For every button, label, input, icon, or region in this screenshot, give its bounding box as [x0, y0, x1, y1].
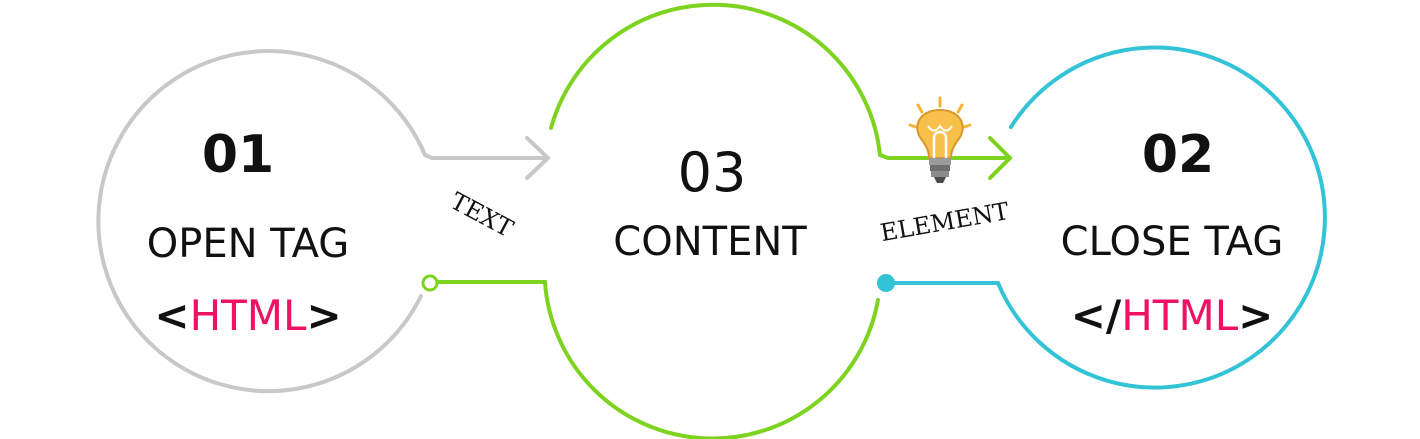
close-step-label: CLOSE TAG — [1061, 219, 1284, 265]
content-circle-bottom-arc — [543, 280, 880, 439]
open-step-label: OPEN TAG — [147, 221, 350, 267]
close-tag-suffix: > — [1238, 291, 1273, 340]
close-tag-name: HTML — [1121, 291, 1238, 340]
content-step-label: CONTENT — [613, 219, 807, 265]
close-connector-dot — [877, 274, 895, 292]
open-tag-name: HTML — [190, 291, 307, 340]
open-tag-circle — [96, 49, 427, 394]
close-step-number: 02 — [1142, 125, 1214, 185]
open-tag-code: <HTML> — [154, 291, 341, 340]
text-arrow-line — [423, 153, 550, 160]
element-arrow-line — [878, 153, 1012, 160]
open-step-number: 01 — [202, 125, 274, 185]
content-connector-dot — [421, 274, 439, 292]
text-arrow-head — [525, 136, 550, 180]
close-tag-prefix: </ — [1071, 291, 1122, 340]
content-circle-top-arc — [549, 2, 882, 157]
open-tag-suffix: > — [306, 291, 341, 340]
close-tag-code: </HTML> — [1071, 291, 1274, 340]
element-connector-label: ELEMENT — [878, 197, 1011, 247]
lightbulb-icon — [908, 96, 972, 183]
open-tag-prefix: < — [154, 291, 189, 340]
text-connector-label: TEXT — [446, 187, 518, 243]
content-step-number: 03 — [678, 141, 747, 204]
element-arrow-head — [988, 136, 1012, 180]
close-tag-circle — [996, 45, 1327, 390]
